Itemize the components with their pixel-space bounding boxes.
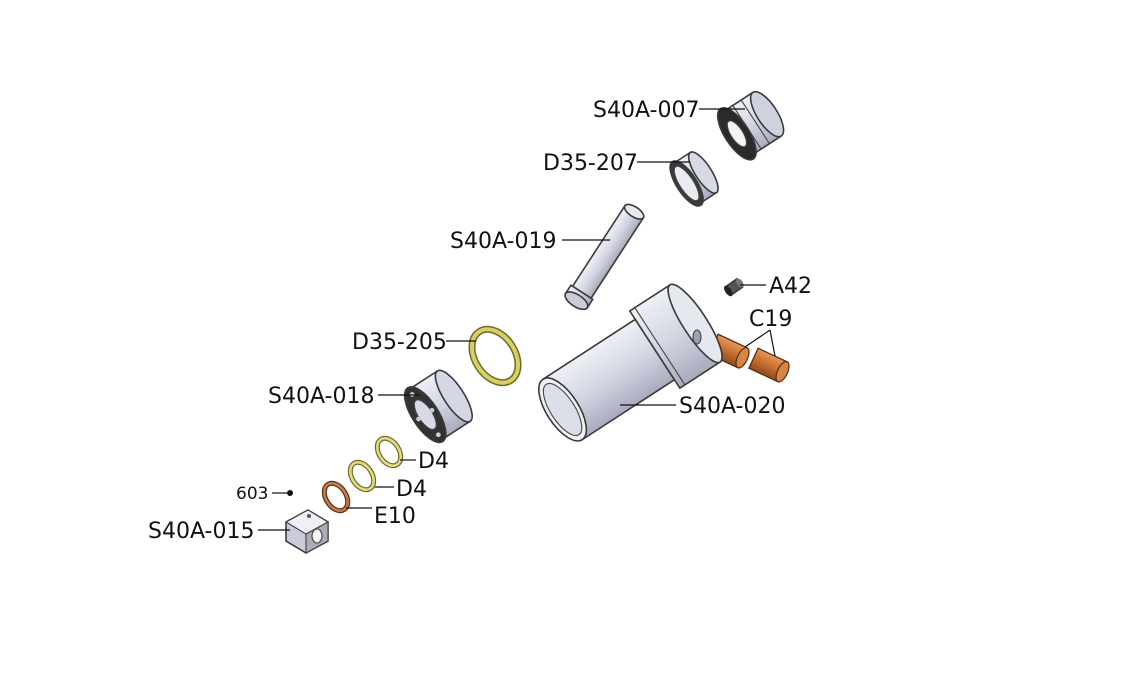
part-e10 — [321, 480, 351, 514]
label-d35-205: D35-205 — [352, 330, 447, 355]
label-c19: C19 — [749, 307, 792, 332]
label-s40a-019: S40A-019 — [450, 229, 556, 254]
leader-c19-a — [744, 329, 771, 348]
part-s40a-007 — [716, 90, 785, 161]
part-a42 — [724, 277, 744, 297]
part-d35-207 — [669, 151, 719, 207]
part-d4-upper — [374, 435, 404, 469]
leader-c19-b — [769, 329, 776, 357]
label-d35-207: D35-207 — [543, 151, 638, 176]
part-603 — [287, 490, 293, 496]
label-s40a-020: S40A-020 — [679, 394, 785, 419]
label-d4-lower: D4 — [396, 477, 427, 502]
label-603: 603 — [236, 484, 268, 504]
part-d4-lower — [347, 459, 377, 493]
label-d4-upper: D4 — [418, 449, 449, 474]
label-s40a-007: S40A-007 — [593, 98, 699, 123]
label-a42: A42 — [769, 274, 812, 299]
label-s40a-015: S40A-015 — [148, 519, 254, 544]
part-s40a-019 — [564, 203, 645, 311]
part-s40a-020 — [538, 283, 723, 442]
part-d35-205 — [468, 325, 522, 387]
part-s40a-015 — [284, 509, 330, 554]
part-c19-bushing-2 — [747, 347, 790, 383]
part-labels: S40A-007 D35-207 S40A-019 A42 C19 D35-20… — [148, 98, 812, 544]
leader-lines — [258, 108, 776, 531]
part-s40a-018 — [403, 369, 473, 444]
label-s40a-018: S40A-018 — [268, 384, 374, 409]
label-e10: E10 — [374, 504, 416, 529]
